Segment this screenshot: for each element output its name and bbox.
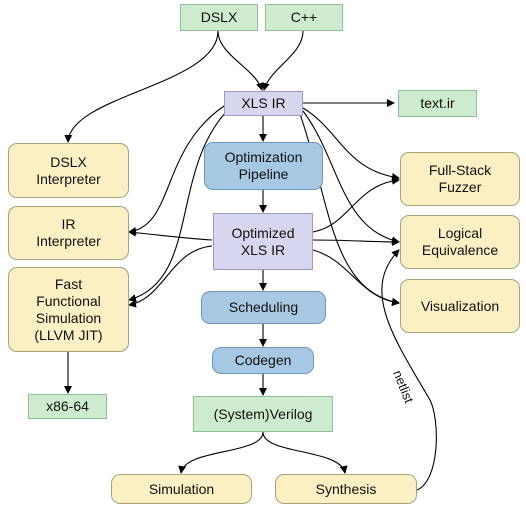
node-dslx: DSLX — [180, 4, 258, 31]
edge-xlsir-to-irinterp — [128, 105, 225, 235]
node-simulation: Simulation — [111, 474, 252, 504]
node-scheduling: Scheduling — [201, 291, 326, 324]
node-optimization-pipeline: Optimization Pipeline — [204, 142, 323, 190]
node-codegen: Codegen — [212, 347, 314, 374]
edge-xlsir-to-fuzzer — [302, 107, 400, 181]
node-synthesis: Synthesis — [275, 474, 417, 504]
edge-verilog-to-simulation — [178, 431, 264, 474]
edge-xlsir-to-ffs — [128, 109, 229, 302]
edge-optir-to-viz — [312, 249, 400, 307]
edge-optir-to-fuzzer — [312, 176, 400, 233]
node-full-stack-fuzzer: Full-Stack Fuzzer — [400, 152, 520, 206]
node-optimized-xls-ir: Optimized XLS IR — [213, 213, 313, 270]
edge-optir-to-logeq — [312, 237, 400, 246]
node-dslx-interpreter: DSLX Interpreter — [8, 143, 129, 198]
edge-optir-to-irinterp — [128, 228, 213, 241]
node-fast-functional-simulation: Fast Functional Simulation (LLVM JIT) — [8, 267, 129, 352]
edge-dslx-to-xlsir — [217, 30, 264, 91]
edge-dslx-to-dslxinterp — [64, 30, 219, 143]
node-ir-interpreter: IR Interpreter — [8, 206, 129, 260]
edge-xlsir-to-logeq — [302, 110, 400, 245]
node-cpp: C++ — [265, 4, 343, 31]
node-logical-equivalence: Logical Equivalence — [400, 215, 520, 269]
edge-synthesis-to-logeq — [381, 249, 437, 491]
node-xls-ir: XLS IR — [224, 91, 303, 116]
edge-verilog-to-synthesis — [262, 431, 348, 474]
node-x86-64: x86-64 — [28, 394, 107, 419]
node-visualization: Visualization — [400, 279, 520, 333]
edge-optir-to-ffs — [128, 245, 213, 308]
edge-cpp-to-xlsir — [261, 30, 304, 91]
node-system-verilog: (System)Verilog — [193, 396, 333, 432]
node-text-ir: text.ir — [398, 90, 477, 117]
